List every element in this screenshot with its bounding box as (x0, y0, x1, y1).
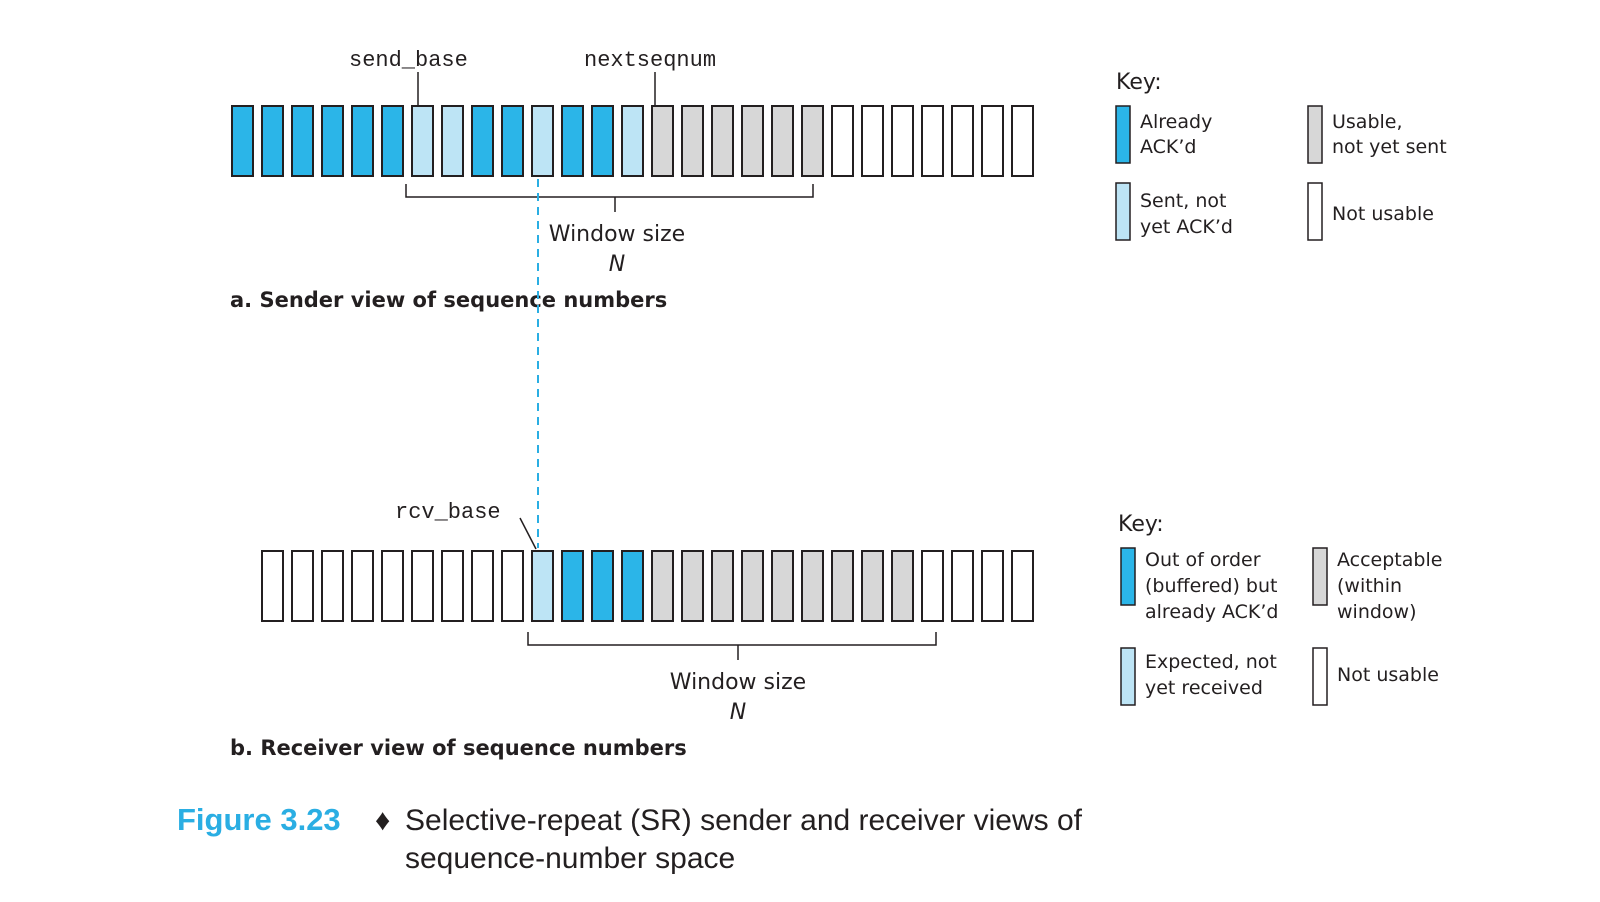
key-sent-line1: Sent, not (1140, 190, 1226, 212)
sender-seq-cell-usable (771, 105, 794, 177)
receiver-seq-cell-ooo (621, 550, 644, 622)
sender-seq-cell-acked (291, 105, 314, 177)
sender-seq-cell-usable (801, 105, 824, 177)
receiver-seq-cell-acceptable (711, 550, 734, 622)
sender-seq-cell-acked (321, 105, 344, 177)
key-usable-swatch (1307, 105, 1323, 164)
sender-seq-cell-sent (411, 105, 434, 177)
key-acceptable-line3: window) (1337, 601, 1417, 623)
receiver-seq-cell-acceptable (801, 550, 824, 622)
sender-window-bracket (405, 184, 814, 198)
sender-caption: a. Sender view of sequence numbers (230, 288, 667, 312)
sender-seq-cell-acked (381, 105, 404, 177)
receiver-seq-cell-empty (261, 550, 284, 622)
key-acked-line1: Already (1140, 111, 1212, 133)
sender-seq-cell-sent (531, 105, 554, 177)
key-acked-swatch (1115, 105, 1131, 164)
send-base-label: send_base (349, 48, 468, 73)
key-not-usable-label: Not usable (1332, 203, 1434, 225)
receiver-key-title: Key: (1118, 512, 1164, 537)
sender-seq-cell-acked (261, 105, 284, 177)
sender-seq-cell-empty (861, 105, 884, 177)
receiver-seq-cell-empty (501, 550, 524, 622)
key-acked-line2: ACK’d (1140, 136, 1197, 158)
sender-seq-cell-acked (471, 105, 494, 177)
nextseqnum-label: nextseqnum (584, 48, 716, 73)
receiver-seq-cell-acceptable (861, 550, 884, 622)
receiver-seq-cell-empty (351, 550, 374, 622)
key-expected-line1: Expected, not (1145, 651, 1277, 673)
receiver-seq-cell-acceptable (681, 550, 704, 622)
receiver-seq-cell-acceptable (651, 550, 674, 622)
sender-key-title: Key: (1116, 70, 1162, 95)
key-ooo-swatch (1120, 547, 1136, 606)
rcv-base-label: rcv_base (395, 500, 501, 525)
key-expected-swatch (1120, 647, 1136, 706)
sender-seq-cell-sent (621, 105, 644, 177)
key-ooo-line1: Out of order (1145, 549, 1261, 571)
receiver-seq-cell-empty (441, 550, 464, 622)
figure-separator-icon: ♦ (375, 804, 390, 837)
receiver-seq-cell-acceptable (891, 550, 914, 622)
receiver-seq-cell-empty (381, 550, 404, 622)
sender-seq-cell-acked (591, 105, 614, 177)
sender-sequence-cells (231, 105, 1034, 177)
receiver-sequence-cells (261, 550, 1034, 622)
receiver-window-size-label: Window size (670, 670, 806, 695)
key-acceptable-swatch (1312, 547, 1328, 606)
receiver-seq-cell-empty (1011, 550, 1034, 622)
key-receiver-not-usable-swatch (1312, 647, 1328, 706)
receiver-seq-cell-acceptable (831, 550, 854, 622)
figure-caption-line1: Selective-repeat (SR) sender and receive… (405, 804, 1083, 837)
key-ooo-line2: (buffered) but (1145, 575, 1277, 597)
sender-seq-cell-empty (1011, 105, 1034, 177)
figure-number: Figure 3.23 (177, 802, 341, 837)
rcv-base-pointer (519, 517, 537, 550)
sender-seq-cell-empty (831, 105, 854, 177)
receiver-seq-cell-acceptable (771, 550, 794, 622)
receiver-seq-cell-acceptable (741, 550, 764, 622)
sender-window-n: N (609, 252, 625, 277)
key-usable-line2: not yet sent (1332, 136, 1447, 158)
key-acceptable-line1: Acceptable (1337, 549, 1442, 571)
sender-seq-cell-empty (921, 105, 944, 177)
key-sent-line2: yet ACK’d (1140, 216, 1233, 238)
sender-seq-cell-acked (561, 105, 584, 177)
receiver-caption: b. Receiver view of sequence numbers (230, 736, 687, 760)
sender-seq-cell-acked (231, 105, 254, 177)
receiver-seq-cell-empty (951, 550, 974, 622)
key-expected-line2: yet received (1145, 677, 1263, 699)
key-not-usable-swatch (1307, 182, 1323, 241)
receiver-seq-cell-empty (471, 550, 494, 622)
figure-caption-line2: sequence-number space (405, 842, 735, 875)
sender-window-size-label: Window size (549, 222, 685, 247)
sender-seq-cell-acked (351, 105, 374, 177)
sender-seq-cell-empty (891, 105, 914, 177)
sender-seq-cell-acked (501, 105, 524, 177)
sender-seq-cell-usable (711, 105, 734, 177)
receiver-seq-cell-ooo (561, 550, 584, 622)
key-acceptable-line2: (within (1337, 575, 1402, 597)
key-receiver-not-usable-label: Not usable (1337, 664, 1439, 686)
sender-seq-cell-sent (441, 105, 464, 177)
sender-seq-cell-empty (951, 105, 974, 177)
receiver-window-bracket (527, 632, 937, 646)
key-ooo-line3: already ACK’d (1145, 601, 1278, 623)
receiver-seq-cell-empty (291, 550, 314, 622)
sender-seq-cell-usable (681, 105, 704, 177)
receiver-window-n: N (730, 700, 746, 725)
receiver-seq-cell-expected (531, 550, 554, 622)
receiver-seq-cell-ooo (591, 550, 614, 622)
receiver-seq-cell-empty (411, 550, 434, 622)
receiver-seq-cell-empty (921, 550, 944, 622)
sender-seq-cell-usable (651, 105, 674, 177)
key-sent-swatch (1115, 182, 1131, 241)
key-usable-line1: Usable, (1332, 111, 1403, 133)
sender-seq-cell-empty (981, 105, 1004, 177)
receiver-seq-cell-empty (321, 550, 344, 622)
sender-seq-cell-usable (741, 105, 764, 177)
receiver-seq-cell-empty (981, 550, 1004, 622)
